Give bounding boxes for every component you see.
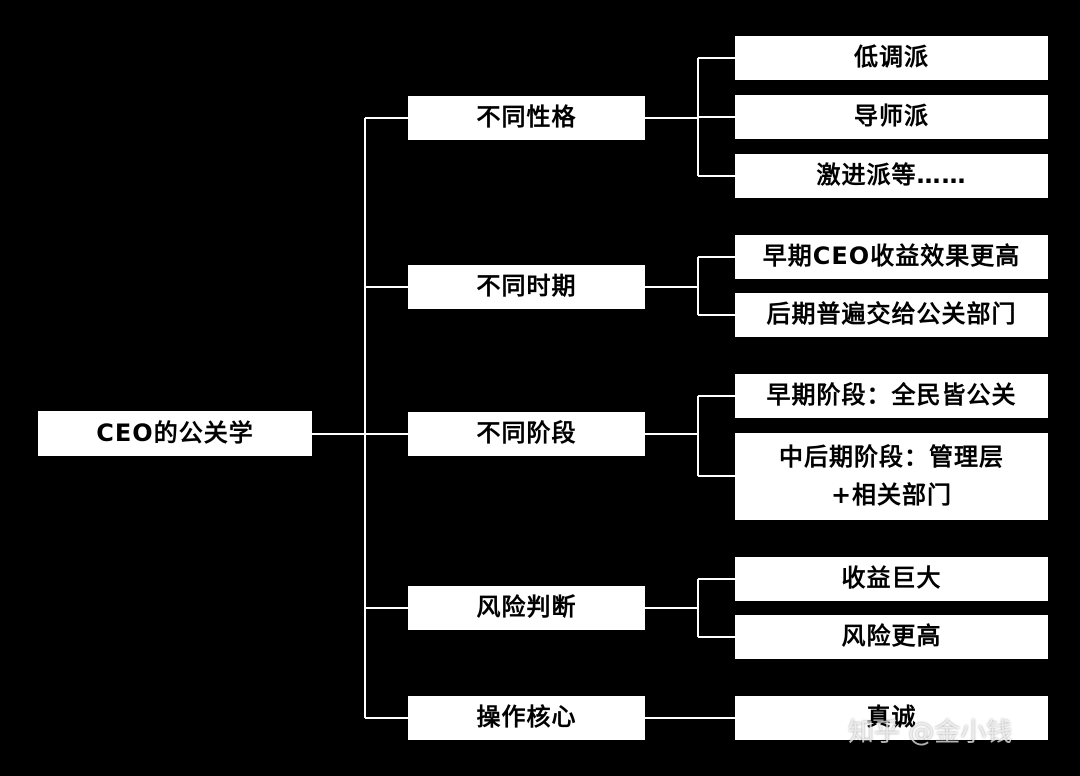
leaf-label: 早期CEO收益效果更高 — [762, 242, 1021, 271]
leaf-node: 真诚 — [735, 696, 1048, 740]
leaf-label: 激进派等…… — [816, 161, 967, 190]
branch-label: 不同时期 — [476, 272, 577, 301]
root-label: CEO的公关学 — [96, 418, 254, 447]
leaf-label: 中后期阶段：管理层 +相关部门 — [779, 443, 1004, 509]
leaf-node: 后期普遍交给公关部门 — [735, 293, 1048, 337]
leaf-node: 风险更高 — [735, 615, 1048, 659]
root-node: CEO的公关学 — [38, 411, 312, 456]
leaf-label: 导师派 — [854, 102, 929, 131]
leaf-label: 后期普遍交给公关部门 — [766, 300, 1017, 329]
watermark-text: 知乎 @金小钱 — [848, 718, 1013, 748]
branch-node-core: 操作核心 — [408, 696, 645, 740]
leaf-node: 导师派 — [735, 95, 1048, 139]
leaf-label: 早期阶段：全民皆公关 — [766, 381, 1017, 410]
leaf-label: 真诚 — [866, 703, 917, 732]
leaf-node: 低调派 — [735, 36, 1048, 80]
branch-node-period: 不同时期 — [408, 265, 645, 309]
leaf-node: 中后期阶段：管理层 +相关部门 — [735, 433, 1048, 520]
leaf-node: 激进派等…… — [735, 154, 1048, 198]
branch-node-personality: 不同性格 — [408, 96, 645, 140]
branch-label: 不同性格 — [476, 103, 577, 132]
branch-node-risk: 风险判断 — [408, 586, 645, 630]
leaf-label: 风险更高 — [841, 622, 942, 651]
branch-label: 操作核心 — [476, 703, 577, 732]
leaf-node: 早期阶段：全民皆公关 — [735, 374, 1048, 418]
leaf-node: 早期CEO收益效果更高 — [735, 235, 1048, 279]
leaf-node: 收益巨大 — [735, 557, 1048, 601]
leaf-label: 收益巨大 — [841, 564, 942, 593]
branch-label: 风险判断 — [476, 593, 577, 622]
branch-node-stage: 不同阶段 — [408, 412, 645, 456]
leaf-label: 低调派 — [854, 43, 929, 72]
branch-label: 不同阶段 — [476, 419, 577, 448]
